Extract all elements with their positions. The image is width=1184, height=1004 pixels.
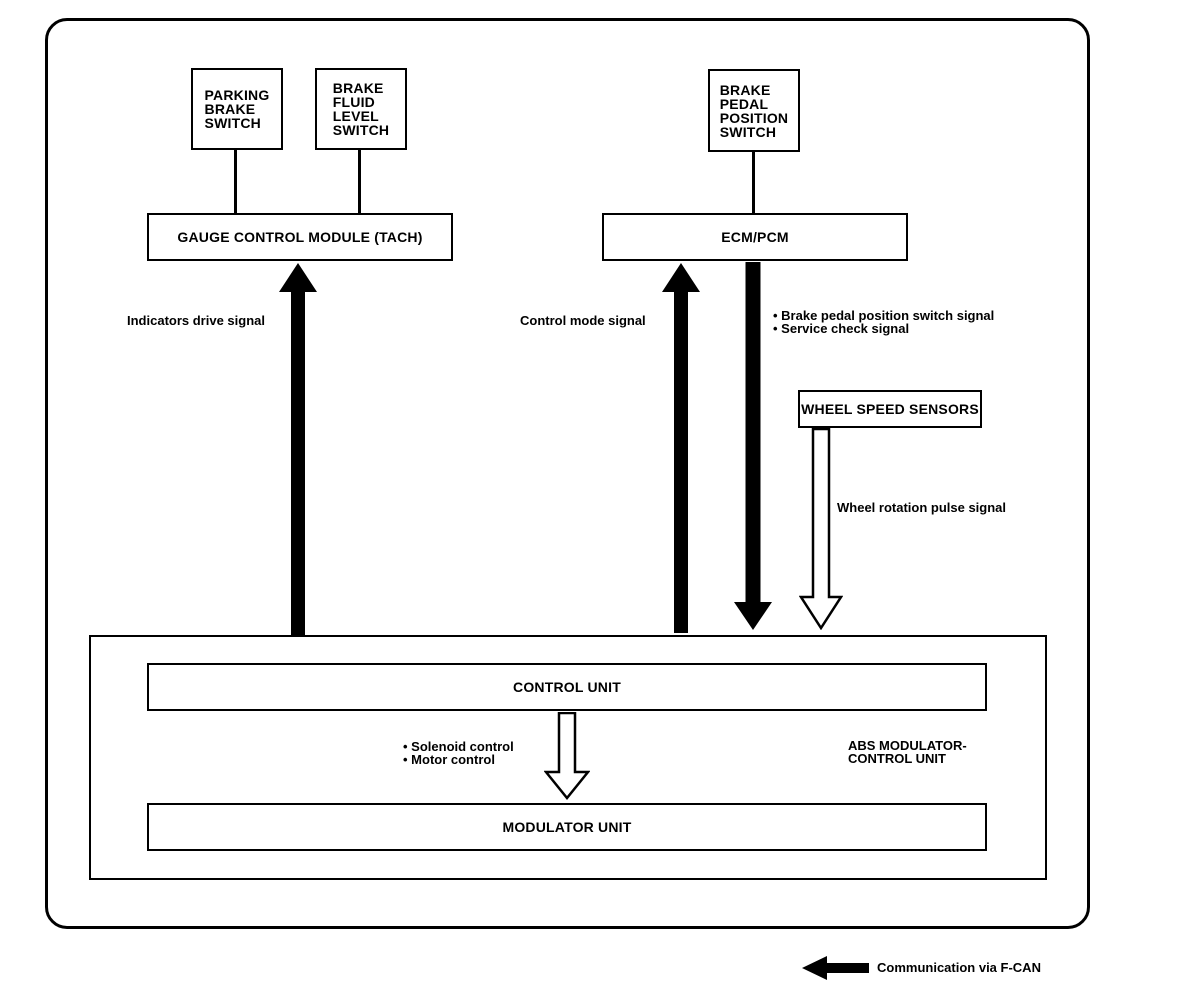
up-arrow-indicators-drive-icon [279, 263, 317, 635]
label-abs-modulator-control-unit: ABS MODULATOR- CONTROL UNIT [848, 738, 967, 766]
box-brake-pedal-position-switch: BRAKE PEDAL POSITION SWITCH [708, 69, 800, 152]
down-arrow-ecm-outputs-icon [734, 262, 772, 630]
left-arrow-f-can-icon [802, 956, 869, 980]
box-brake-pedal-position-switch-label: BRAKE PEDAL POSITION SWITCH [719, 81, 789, 140]
box-control-unit: CONTROL UNIT [147, 663, 987, 711]
down-arrow-wheel-rotation-icon [799, 428, 843, 630]
box-brake-fluid-level-switch-label: BRAKE FLUID LEVEL SWITCH [332, 80, 390, 138]
box-brake-fluid-level-switch: BRAKE FLUID LEVEL SWITCH [315, 68, 407, 150]
connector-parking-brake-to-gauge [234, 150, 237, 213]
box-modulator-unit-label: MODULATOR UNIT [502, 819, 632, 835]
box-modulator-unit: MODULATOR UNIT [147, 803, 987, 851]
label-control-unit-outputs: Solenoid control Motor control [403, 740, 514, 766]
label-motor-control: Motor control [403, 753, 514, 766]
box-ecm-pcm-label: ECM/PCM [721, 229, 789, 245]
label-control-mode-signal: Control mode signal [520, 313, 646, 328]
label-wheel-rotation-pulse-signal: Wheel rotation pulse signal [837, 500, 1007, 515]
connector-brake-pedal-to-ecm [752, 152, 755, 213]
label-brake-pedal-position-switch-signal: Brake pedal position switch signal [773, 309, 994, 322]
label-ecm-output-signals: Brake pedal position switch signal Servi… [773, 309, 994, 335]
box-control-unit-label: CONTROL UNIT [513, 679, 621, 695]
label-service-check-signal: Service check signal [773, 322, 994, 335]
box-parking-brake-switch: PARKING BRAKE SWITCH [191, 68, 283, 150]
box-gauge-control-module: GAUGE CONTROL MODULE (TACH) [147, 213, 453, 261]
box-gauge-control-module-label: GAUGE CONTROL MODULE (TACH) [177, 229, 423, 245]
up-arrow-control-mode-icon [662, 263, 700, 633]
box-wheel-speed-sensors: WHEEL SPEED SENSORS [798, 390, 982, 428]
legend-communication-via-f-can: Communication via F-CAN [877, 960, 1041, 975]
label-indicators-drive-signal: Indicators drive signal [127, 313, 265, 328]
box-parking-brake-switch-label: PARKING BRAKE SWITCH [204, 87, 270, 131]
box-ecm-pcm: ECM/PCM [602, 213, 908, 261]
connector-brake-fluid-to-gauge [358, 150, 361, 213]
box-wheel-speed-sensors-label: WHEEL SPEED SENSORS [801, 401, 979, 417]
label-solenoid-control: Solenoid control [403, 740, 514, 753]
down-arrow-control-outputs-icon [544, 712, 590, 800]
